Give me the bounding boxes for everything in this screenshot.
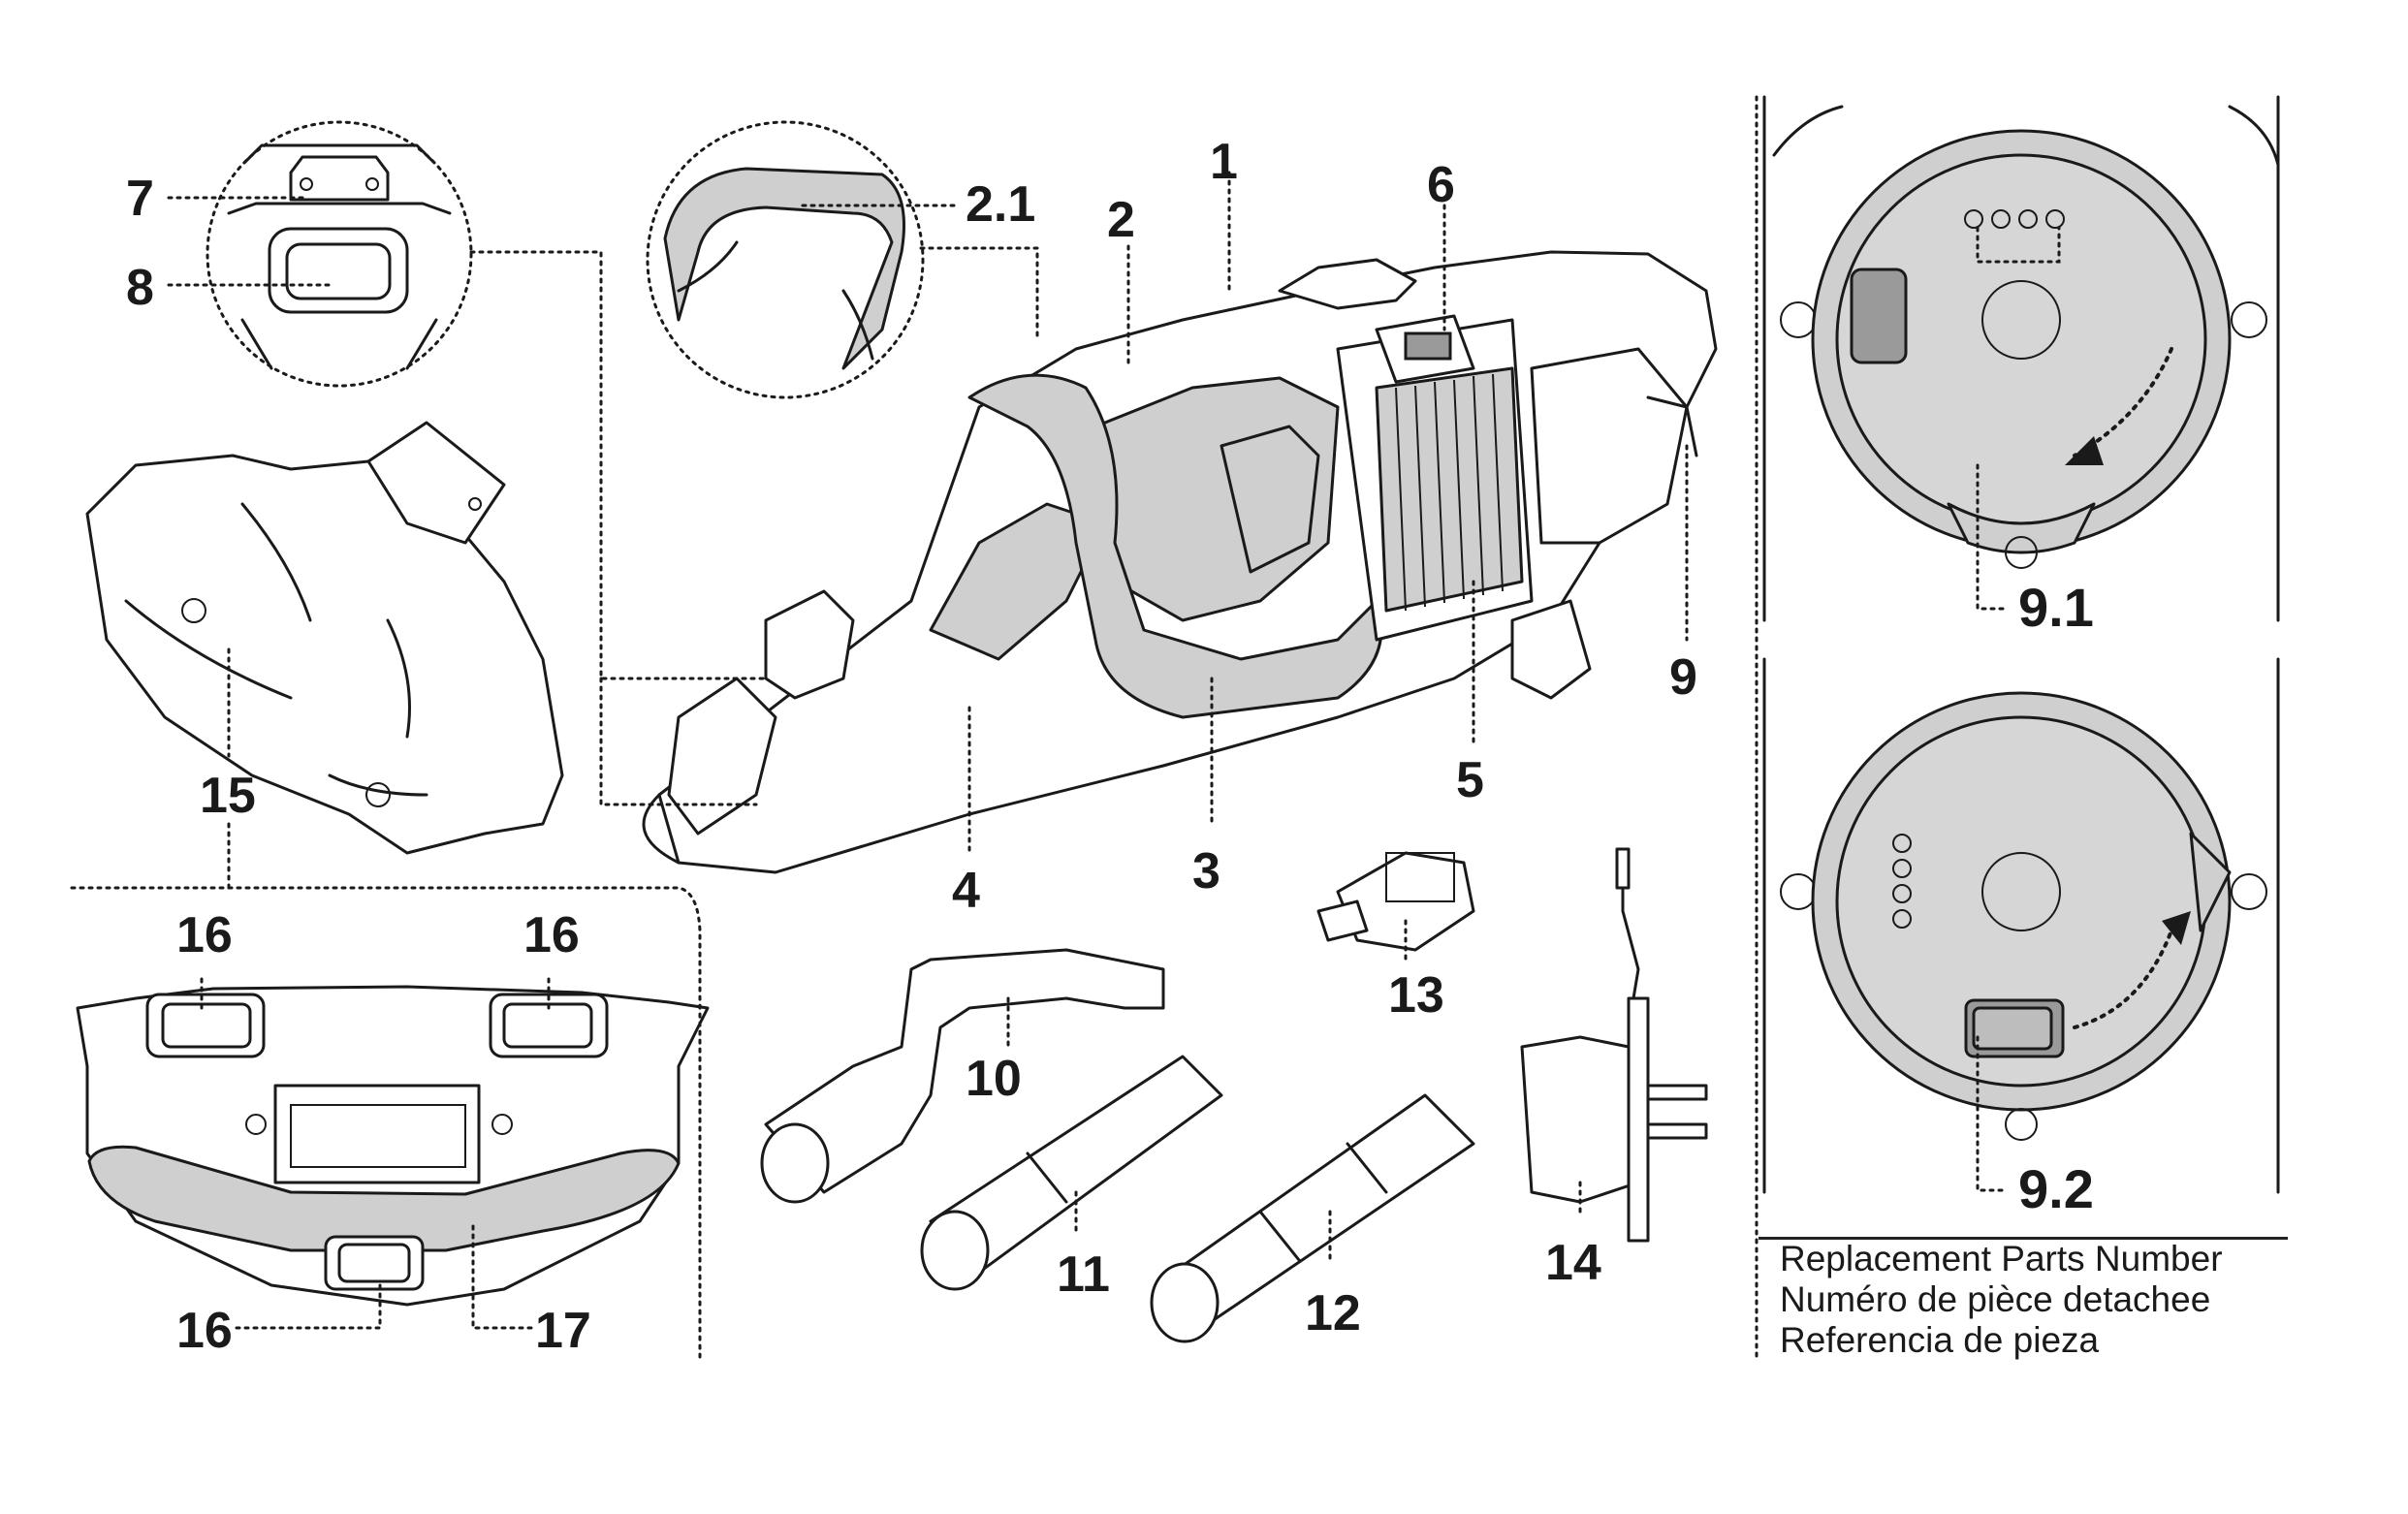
caption-line-french: Numéro de pièce detachee bbox=[1780, 1279, 2211, 1319]
callout-8: 8 bbox=[126, 260, 154, 316]
callout-15: 15 bbox=[200, 768, 256, 824]
callout-labels: 1 2 2.1 3 4 5 6 7 8 9 9.1 9.2 10 11 12 1… bbox=[126, 134, 2094, 1359]
battery-detail-9-2 bbox=[1762, 657, 2280, 1194]
callout-2-1: 2.1 bbox=[966, 176, 1035, 233]
callout-14: 14 bbox=[1545, 1235, 1601, 1291]
parts-number-caption: Replacement Parts Number Numéro de pièce… bbox=[1780, 1239, 2303, 1361]
callout-9: 9 bbox=[1669, 649, 1697, 706]
extension-tube bbox=[920, 1055, 1223, 1291]
floor-nozzle bbox=[85, 421, 564, 855]
callout-13: 13 bbox=[1388, 967, 1444, 1024]
callout-9-1: 9.1 bbox=[2018, 577, 2094, 638]
parts-number-box bbox=[1758, 1237, 2288, 1356]
brush-head bbox=[76, 985, 710, 1307]
callout-3: 3 bbox=[1192, 843, 1220, 899]
callout-2: 2 bbox=[1107, 192, 1135, 248]
callout-11: 11 bbox=[1057, 1246, 1110, 1303]
callout-4: 4 bbox=[952, 863, 980, 919]
callout-6: 6 bbox=[1427, 157, 1455, 213]
callout-16-right: 16 bbox=[523, 907, 580, 963]
adapter-tube bbox=[1150, 1093, 1475, 1343]
zoom-circle-7-8 bbox=[206, 120, 473, 388]
callout-16-bottom: 16 bbox=[176, 1303, 233, 1359]
battery-detail-panel bbox=[1755, 95, 2280, 1359]
battery-detail-9-1 bbox=[1762, 95, 2280, 622]
caption-line-english: Replacement Parts Number bbox=[1780, 1239, 2223, 1278]
callout-12: 12 bbox=[1305, 1285, 1361, 1341]
charger-plug bbox=[1316, 851, 1475, 952]
leader-lines bbox=[66, 171, 1689, 1359]
callout-5: 5 bbox=[1456, 752, 1484, 808]
callout-16-left: 16 bbox=[176, 907, 233, 963]
handheld-vacuum bbox=[642, 250, 1718, 874]
callout-7: 7 bbox=[126, 171, 154, 227]
callout-9-2: 9.2 bbox=[2018, 1158, 2094, 1219]
callout-1: 1 bbox=[1210, 134, 1238, 190]
zoom-circle-2-1 bbox=[646, 120, 925, 399]
callout-10: 10 bbox=[966, 1051, 1022, 1107]
crevice-tool bbox=[760, 948, 1165, 1204]
callout-17: 17 bbox=[535, 1303, 591, 1359]
charger bbox=[1520, 847, 1708, 1243]
caption-line-spanish: Referencia de pieza bbox=[1780, 1320, 2100, 1360]
